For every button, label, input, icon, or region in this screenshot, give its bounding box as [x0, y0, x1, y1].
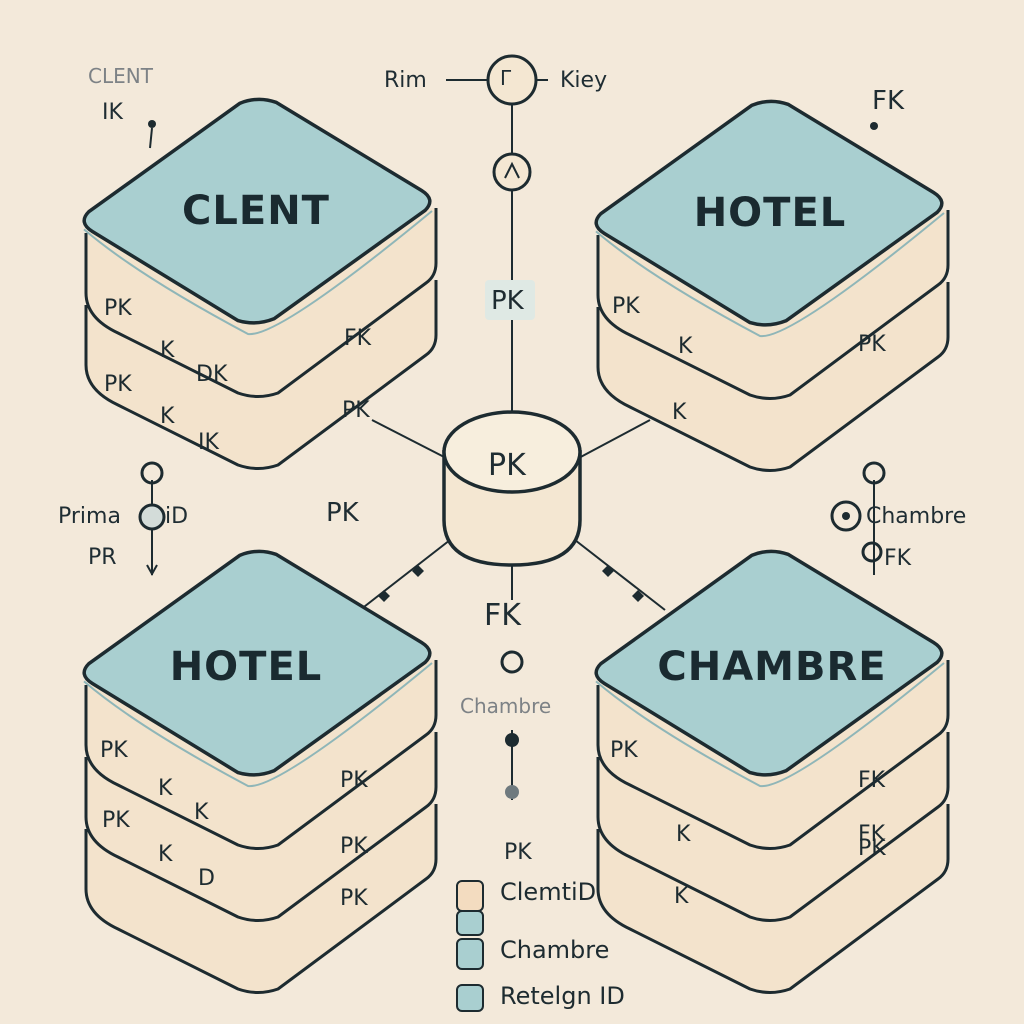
key-circle-small — [492, 152, 532, 192]
decorations — [138, 54, 886, 799]
side-label-pr: PR — [88, 545, 117, 570]
row-text: K — [160, 338, 175, 363]
node-dot-icon — [842, 512, 850, 520]
row-text: PK — [340, 768, 368, 793]
center-hub — [442, 410, 582, 567]
diamond-marker — [412, 565, 424, 577]
row-text: K — [678, 334, 693, 359]
stack-title-bottom-right: CHAMBRE — [657, 644, 887, 690]
row-text: PK — [104, 296, 132, 321]
side-label-prima: Prima — [58, 504, 121, 529]
node-ring-icon — [861, 541, 883, 563]
pin-stem — [149, 127, 153, 149]
key-label-rim: Rim — [384, 68, 427, 93]
node-ring-icon — [138, 503, 166, 531]
row-text: FK — [858, 768, 886, 793]
row-text: K — [160, 404, 175, 429]
row-text: PK — [858, 332, 886, 357]
pin-icon — [148, 120, 156, 128]
center-pk-bottom: PK — [504, 840, 532, 865]
side-label-id: iD — [165, 504, 189, 529]
arrow-down-icon — [146, 564, 158, 577]
stack-top-edge — [595, 662, 945, 788]
row-text: K — [672, 400, 687, 425]
diamond-marker — [378, 590, 390, 602]
row-text: FK — [344, 326, 372, 351]
row-text: PK — [342, 398, 370, 423]
pin-icon — [870, 122, 878, 130]
row-text: PK — [102, 808, 130, 833]
hub-label: PK — [488, 448, 526, 483]
row-text: K — [674, 884, 689, 909]
legend-swatch — [456, 938, 484, 970]
center-chambre-label: Chambre — [460, 694, 552, 718]
connector-line — [574, 419, 651, 461]
node-dot-icon — [505, 733, 519, 747]
row-text: PK — [858, 836, 886, 861]
stack-title-top-right: HOTEL — [693, 190, 847, 236]
stack-top-right — [594, 99, 950, 472]
caret-icon — [504, 161, 520, 179]
side-label-chambre: Chambre — [866, 504, 967, 529]
fk-node-icon — [500, 650, 524, 674]
side-label-fk: FK — [884, 546, 912, 571]
hub-top — [442, 410, 582, 494]
key-symbol: Γ — [500, 66, 512, 90]
connector-line — [371, 419, 451, 461]
corner-label-fk: FK — [872, 86, 905, 116]
key-label-kiey: Kiey — [560, 68, 608, 93]
key-circle — [486, 54, 538, 106]
diamond-marker — [632, 590, 644, 602]
legend-swatch — [456, 880, 484, 912]
stack-title-top-left: CLENT — [182, 188, 330, 234]
center-fk-label: FK — [484, 598, 521, 633]
legend-swatch — [456, 910, 484, 936]
row-text: PK — [104, 372, 132, 397]
stack-top-tile — [594, 549, 944, 777]
stack-bottom-right — [594, 549, 950, 994]
stack-top-left — [82, 97, 438, 470]
stack-top-tile — [594, 99, 944, 327]
row-text: D — [198, 866, 215, 891]
row-text: FK — [858, 822, 886, 847]
legend-label: Chambre — [500, 936, 610, 964]
node-dot-icon — [505, 785, 519, 799]
stack-top-edge — [83, 210, 433, 336]
row-text: K — [158, 776, 173, 801]
row-text: K — [158, 842, 173, 867]
row-text: PK — [340, 834, 368, 859]
node-ring-icon — [140, 461, 164, 485]
center-pk-box: PK — [485, 280, 535, 320]
corner-label-clent: CLENT — [88, 64, 153, 88]
row-text: PK — [610, 738, 638, 763]
connector-line — [574, 539, 666, 611]
side-label-pk: PK — [326, 498, 359, 528]
row-text: K — [194, 800, 209, 825]
stack-title-bottom-left: HOTEL — [169, 644, 323, 690]
connector-line — [359, 539, 451, 611]
row-text: IK — [198, 430, 219, 455]
stack-top-edge — [83, 662, 433, 788]
legend-label: Retelgn ID — [500, 982, 625, 1010]
stack-bottom-left — [82, 549, 438, 994]
stacks-layer — [82, 97, 950, 994]
row-text: PK — [100, 738, 128, 763]
stack-top-tile — [82, 549, 432, 777]
legend-swatch — [456, 984, 484, 1012]
corner-label-ik: IK — [102, 100, 123, 125]
row-text: PK — [340, 886, 368, 911]
row-text: DK — [196, 362, 228, 387]
node-ring-icon — [862, 461, 886, 485]
row-text: K — [676, 822, 691, 847]
row-text: PK — [612, 294, 640, 319]
node-ring-icon — [830, 500, 862, 532]
diamond-marker — [602, 565, 614, 577]
stack-top-edge — [595, 212, 945, 338]
stack-top-tile — [82, 97, 432, 325]
legend-label: ClemtiD — [500, 878, 597, 906]
